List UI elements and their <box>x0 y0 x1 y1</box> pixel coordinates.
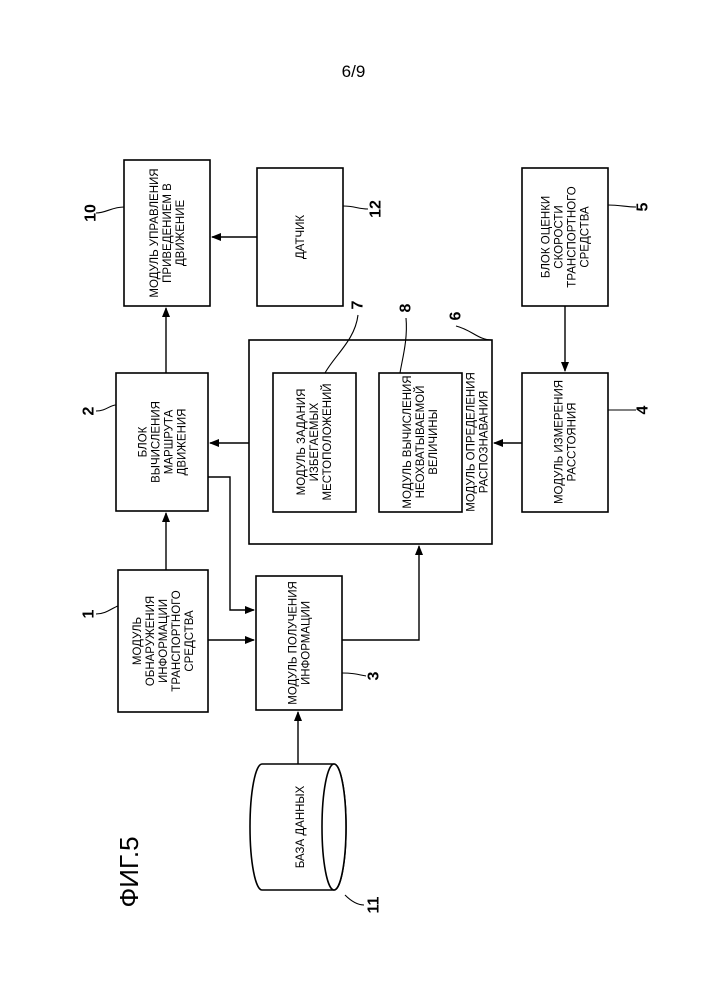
avoid-locations-label-line: ИЗБЕГАЕМЫХ <box>309 402 321 481</box>
ref-number-4: 4 <box>635 405 652 414</box>
ref-number-7: 7 <box>350 300 367 309</box>
drive-control-label-line: МОДУЛЬ УПРАВЛЕНИЯ <box>149 168 161 297</box>
route-calc-label-line: МАРШРУТА <box>164 409 176 474</box>
route-calc-label-line: БЛОК <box>138 426 150 457</box>
avoid-locations-label-line: МОДУЛЬ ЗАДАНИЯ <box>296 389 308 496</box>
drive-control-label-line: ДВИЖЕНИЕ <box>175 200 187 267</box>
leader-ref-1 <box>96 606 118 614</box>
leader-ref-10 <box>96 207 124 213</box>
ref-number-11: 11 <box>366 896 383 913</box>
recognition-label: МОДУЛЬ ОПРЕДЕЛЕНИЯРАСПОЗНАВАНИЯ <box>466 372 491 512</box>
vehicle-info-detection-label-line: ТРАНСПОРТНОГО <box>171 590 183 691</box>
leader-ref-11 <box>345 895 364 905</box>
speed-estimation-label-line: ТРАНСПОРТНОГО <box>567 186 579 287</box>
vehicle-info-detection-label-line: СРЕДСТВА <box>184 610 196 672</box>
vehicle-info-detection-label-line: ОБНАРУЖЕНИЯ <box>145 596 157 686</box>
ref-number-8: 8 <box>398 303 415 312</box>
database-label-line: БАЗА ДАННЫХ <box>295 785 307 868</box>
avoid-locations-label-line: МЕСТОПОЛОЖЕНИЙ <box>321 383 334 500</box>
info-acquisition-label-line: МОДУЛЬ ПОЛУЧЕНИЯ <box>288 581 300 705</box>
route-calc-label-line: ДВИЖЕНИЯ <box>177 409 189 476</box>
sensor-label-line: ДАТЧИК <box>295 215 307 260</box>
ref-number-10: 10 <box>83 204 100 222</box>
arrow-route-to-acquisition <box>208 477 254 610</box>
drive-control-label-line: ПРИВЕДЕНИЕМ В <box>162 183 174 283</box>
leader-ref-2 <box>96 405 116 411</box>
ref-number-6: 6 <box>448 311 465 320</box>
uncovered-calc-label-line: НЕОХВАТЫВАЕМОЙ <box>414 386 427 499</box>
ref-number-2: 2 <box>81 406 98 415</box>
speed-estimation-label-line: СРЕДСТВА <box>580 206 592 268</box>
route-calc-label-line: ВЫЧИСЛЕНИЯ <box>151 401 163 483</box>
distance-measure-label-line: РАССТОЯНИЯ <box>567 403 579 482</box>
ref-number-3: 3 <box>366 671 383 680</box>
uncovered-calc-label-line: ВЕЛИЧИНЫ <box>428 409 440 475</box>
info-acquisition-label-line: ИНФОРМАЦИИ <box>301 601 313 685</box>
figure-label: ФИГ.5 <box>114 836 144 907</box>
speed-estimation-label-line: БЛОК ОЦЕНКИ <box>541 196 553 278</box>
speed-estimation-label-line: СКОРОСТИ <box>554 205 566 268</box>
uncovered-calc-label-line: МОДУЛЬ ВЫЧИСЛЕНИЯ <box>402 375 414 508</box>
leader-ref-3 <box>342 673 366 676</box>
sensor-label: ДАТЧИК <box>295 215 307 260</box>
leader-ref-6 <box>456 326 492 340</box>
ref-number-5: 5 <box>635 202 652 211</box>
ref-number-12: 12 <box>368 200 385 218</box>
recognition-label-line: МОДУЛЬ ОПРЕДЕЛЕНИЯ <box>466 372 478 512</box>
database-label: БАЗА ДАННЫХ <box>295 785 307 868</box>
leader-ref-5 <box>608 205 636 207</box>
leader-ref-12 <box>343 206 368 209</box>
vehicle-info-detection-label-line: ИНФОРМАЦИИ <box>158 599 170 683</box>
arrow-acquisition-to-recognition <box>342 546 419 640</box>
recognition-label-line: РАСПОЗНАВАНИЯ <box>479 391 491 494</box>
ref-number-1: 1 <box>81 609 98 618</box>
distance-measure-label-line: МОДУЛЬ ИЗМЕРЕНИЯ <box>554 380 566 504</box>
vehicle-info-detection-label-line: МОДУЛЬ <box>132 617 144 665</box>
